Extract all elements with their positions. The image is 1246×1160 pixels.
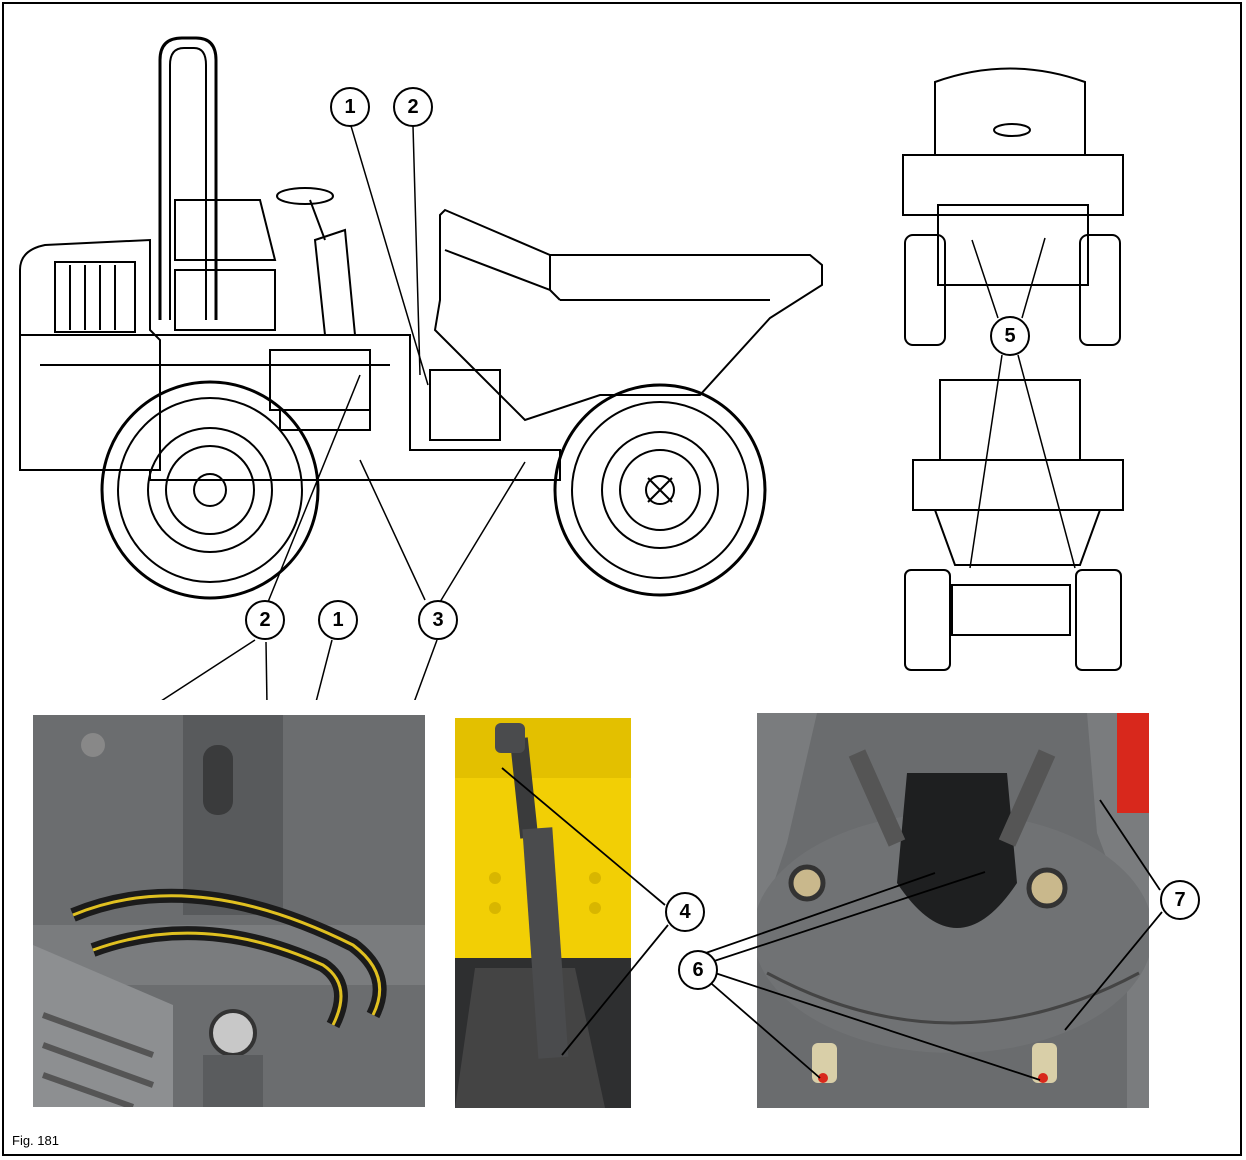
front-wheel [100,380,320,600]
callout-6: 6 [678,950,718,990]
callout-1-top: 1 [330,87,370,127]
callout-7: 7 [1160,880,1200,920]
callout-2-top: 2 [393,87,433,127]
steering-wheel [276,187,334,205]
callout-1-bottom: 1 [318,600,358,640]
photo-skip-strut [455,718,631,1108]
engine-housing [19,238,161,471]
rear-view [939,379,1081,461]
photo-slewing-plate [757,713,1149,1108]
rops-frame [158,36,218,320]
front-view [934,67,1086,155]
callout-3: 3 [418,600,458,640]
chassis [20,334,561,481]
figure-caption: Fig. 181 [12,1133,59,1148]
rear-wheel [553,383,767,597]
line-art-drawings [19,36,1124,700]
callout-5: 5 [990,316,1030,356]
callout-2-bottom: 2 [245,600,285,640]
photo-hydraulic-hoses [33,715,425,1107]
callout-4: 4 [665,892,705,932]
